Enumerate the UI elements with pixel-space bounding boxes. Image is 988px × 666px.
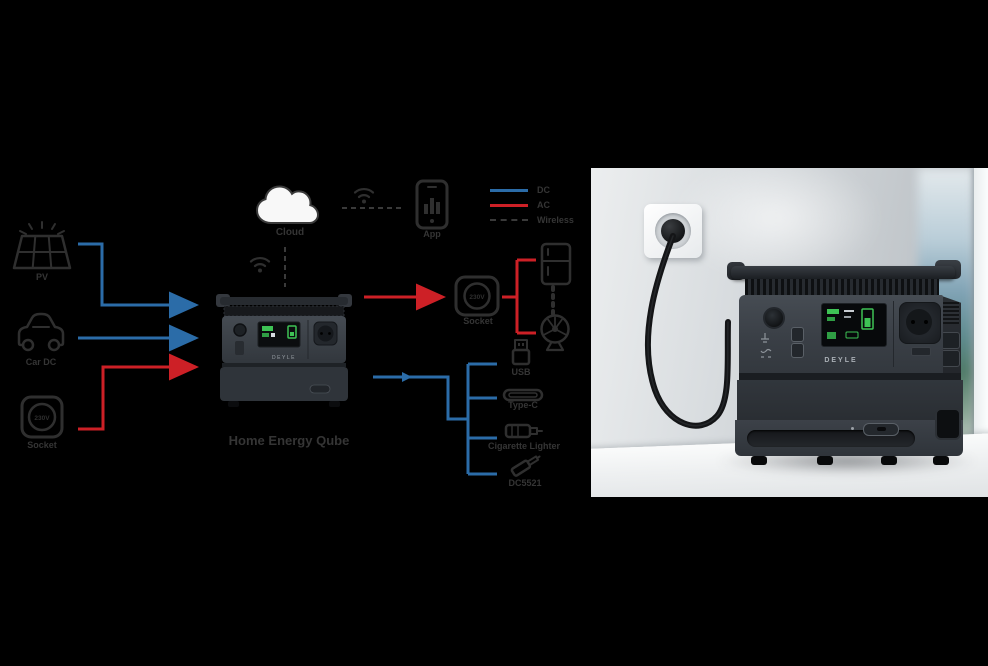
ac-outlet bbox=[899, 302, 941, 344]
line-socket-to-device bbox=[78, 353, 199, 431]
legend-row-ac: AC bbox=[490, 199, 574, 210]
socket-output-icon: 230V bbox=[454, 275, 500, 317]
socket-output-label: Socket bbox=[463, 316, 493, 326]
device-diagram-image: DEYLE bbox=[216, 294, 352, 407]
wall-socket bbox=[644, 204, 702, 258]
top-rack bbox=[731, 266, 955, 279]
pv-label: PV bbox=[35, 272, 48, 282]
legend-ac-label: AC bbox=[537, 199, 550, 210]
device-foot bbox=[933, 456, 949, 465]
usb-label: USB bbox=[511, 367, 531, 377]
panel-seam bbox=[893, 301, 894, 367]
cloud-label: Cloud bbox=[275, 227, 305, 238]
dc-line-arrowhead bbox=[402, 372, 412, 382]
upper-module: DEYLE bbox=[739, 295, 943, 373]
drawer-port bbox=[877, 427, 886, 431]
usb-c-port-1 bbox=[791, 327, 804, 342]
drawer-latch bbox=[863, 423, 899, 436]
legend-ac-swatch bbox=[490, 203, 528, 207]
legend: DC AC Wireless bbox=[490, 184, 574, 225]
brand-text: DEYLE bbox=[824, 357, 858, 364]
battery-drawer bbox=[735, 420, 963, 456]
product-photo: DEYLE bbox=[591, 168, 988, 497]
fan-icon bbox=[540, 314, 570, 352]
ac-outlet-recess bbox=[906, 309, 932, 335]
ac-outlet-hole-right bbox=[924, 320, 928, 324]
socket-input-voltage: 230V bbox=[34, 415, 50, 422]
side-vent-grille bbox=[941, 302, 959, 324]
port-flap bbox=[911, 347, 931, 356]
cigarette-lighter-icon bbox=[504, 423, 543, 439]
dc5521-icon bbox=[510, 455, 541, 477]
type-c-icon bbox=[502, 388, 544, 402]
legend-wireless-label: Wireless bbox=[537, 214, 574, 225]
vent-grille bbox=[745, 279, 939, 295]
ac-outlet-hole-left bbox=[911, 320, 915, 324]
panel-glyphs-icon bbox=[760, 333, 772, 358]
device-diagram-brand: DEYLE bbox=[272, 355, 296, 361]
line-pv-to-device bbox=[78, 242, 199, 319]
car-dc-label: Car DC bbox=[25, 357, 57, 367]
app-label: App bbox=[423, 229, 441, 239]
side-ac-outlet-1 bbox=[941, 332, 960, 349]
socket-output-voltage: 230V bbox=[469, 294, 485, 301]
device-foot bbox=[817, 456, 833, 465]
side-handle bbox=[935, 408, 961, 440]
legend-row-wireless: Wireless bbox=[490, 214, 574, 225]
lower-module bbox=[737, 380, 963, 420]
display-screen bbox=[821, 303, 887, 347]
cloud-icon bbox=[255, 185, 320, 224]
usb-c-port-2 bbox=[791, 343, 804, 358]
legend-dc-label: DC bbox=[537, 184, 550, 195]
power-knob bbox=[763, 307, 785, 329]
display-content bbox=[827, 308, 874, 339]
app-phone-icon bbox=[415, 179, 449, 230]
side-ac-outlet-2 bbox=[941, 350, 960, 367]
type-c-label: Type-C bbox=[508, 400, 538, 410]
drawer-led bbox=[851, 427, 854, 430]
pv-icon bbox=[12, 221, 72, 270]
legend-row-dc: DC bbox=[490, 184, 574, 195]
wifi-app-icon bbox=[353, 188, 375, 204]
refrigerator-icon bbox=[540, 242, 572, 286]
socket-input-icon: 230V bbox=[20, 395, 64, 439]
wifi-device-icon bbox=[249, 257, 271, 273]
device-photo: DEYLE bbox=[727, 260, 963, 468]
car-icon bbox=[17, 312, 65, 352]
line-device-to-dc-outputs bbox=[373, 362, 497, 476]
socket-input-label: Socket bbox=[27, 440, 57, 450]
legend-dc-swatch bbox=[490, 188, 528, 192]
power-cable bbox=[644, 233, 731, 429]
legend-wireless-swatch bbox=[490, 219, 528, 221]
device-foot bbox=[881, 456, 897, 465]
device-foot bbox=[751, 456, 767, 465]
module-seam bbox=[739, 373, 961, 380]
usb-icon bbox=[511, 339, 531, 366]
line-socket-out-branch bbox=[502, 258, 536, 335]
device-diagram-label: Home Energy Qube bbox=[228, 433, 350, 448]
dc5521-label: DC5521 bbox=[508, 478, 542, 488]
window-frame bbox=[974, 168, 988, 497]
cigarette-lighter-label: Cigarette Lighter bbox=[487, 441, 560, 451]
